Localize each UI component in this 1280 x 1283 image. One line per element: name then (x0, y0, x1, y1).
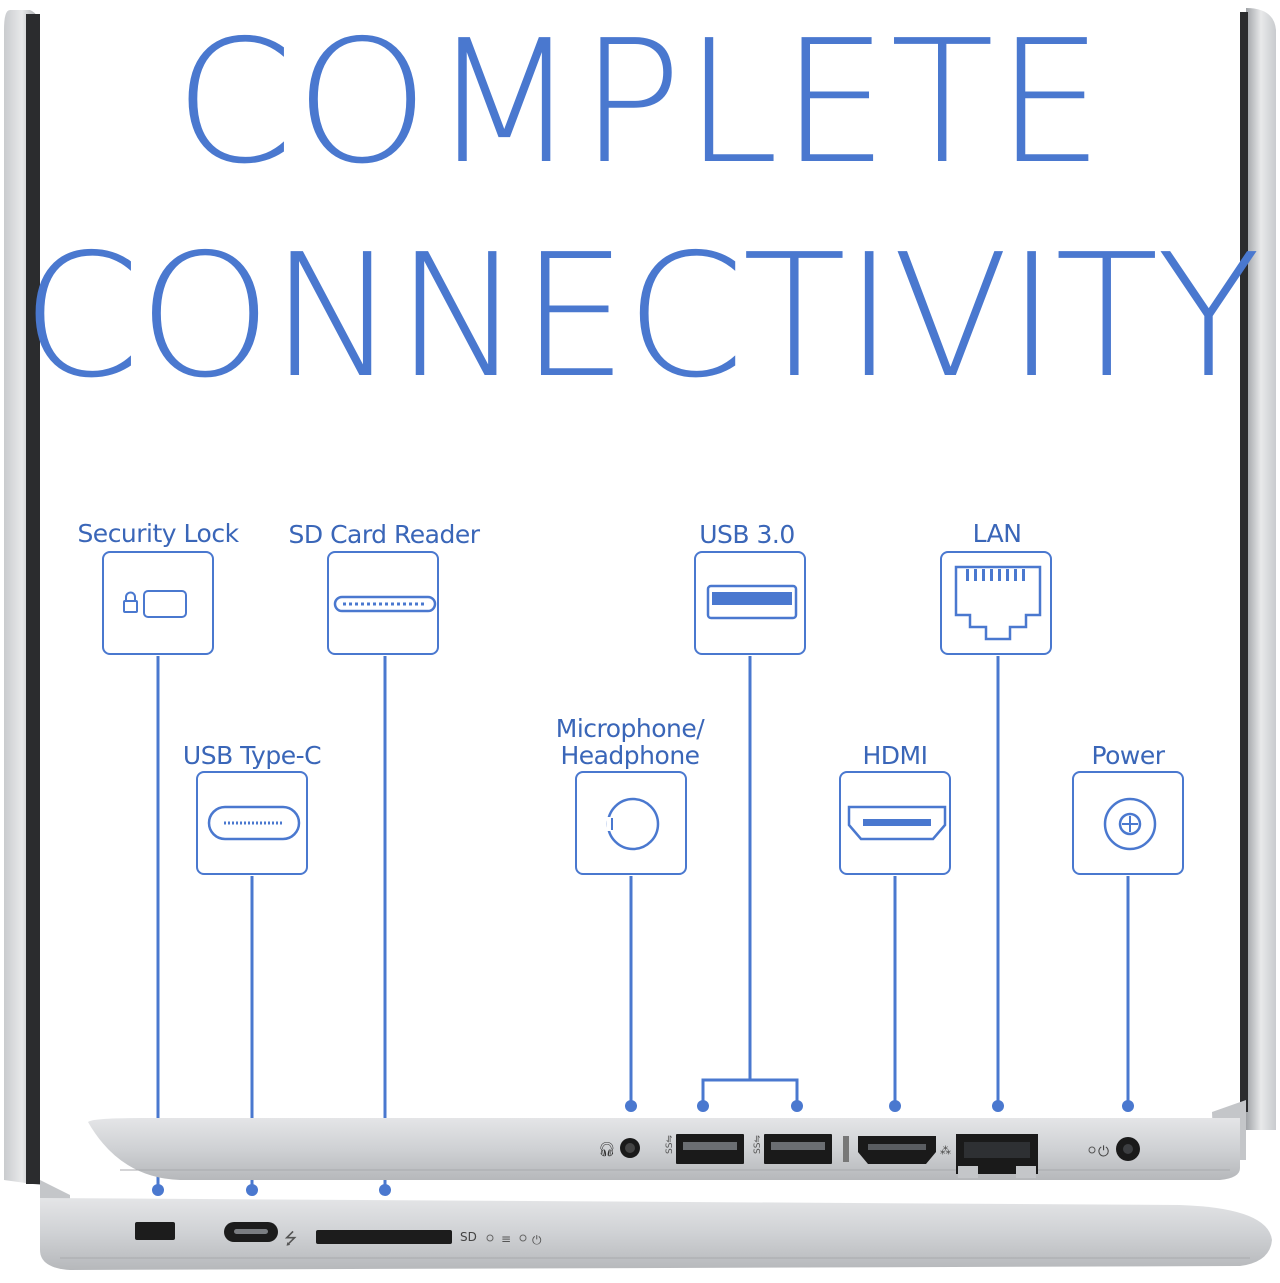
audio-dot (625, 1100, 637, 1112)
label-usb-type-c: USB Type-C (182, 741, 322, 770)
svg-text:⏻: ⏻ (1098, 1144, 1109, 1160)
headline-line-1: COMPLETE (174, 4, 1106, 202)
label-sd-card-reader: SD Card Reader (288, 520, 480, 549)
sd-card-reader-box (327, 551, 439, 655)
lan-port: ⁂ (940, 1134, 1038, 1178)
power-dot (1122, 1100, 1134, 1112)
usb-type-c-box (196, 771, 308, 875)
svg-text:⭍: ⭍ (284, 1229, 297, 1248)
sd-slot-icon (333, 595, 437, 613)
security-lock-slot (135, 1222, 175, 1240)
svg-text:⁂: ⁂ (940, 1144, 951, 1157)
label-lan: LAN (972, 519, 1022, 548)
security-lock-box (102, 551, 214, 655)
usb-a-icon (706, 584, 798, 620)
lock-icon (123, 590, 187, 618)
sd-card-slot (316, 1230, 452, 1244)
svg-text:⏻: ⏻ (532, 1233, 542, 1247)
hdmi-port (843, 1136, 936, 1164)
security-lock-dot (152, 1184, 164, 1196)
power-port: ⏻ (1088, 1137, 1140, 1161)
usb-3-box (694, 551, 806, 655)
lan-dot (992, 1100, 1004, 1112)
label-power: Power (1091, 741, 1165, 770)
label-security-lock: Security Lock (77, 519, 239, 548)
svg-text:🎧︎: 🎧︎ (598, 1142, 616, 1158)
audio-jack-port: 🎧︎ (598, 1138, 640, 1158)
label-mic-headphone-2: Headphone (560, 741, 700, 770)
lan-box (940, 551, 1052, 655)
usb-c-dot (246, 1184, 258, 1196)
usb-a-port-1: SS⇋ (665, 1134, 744, 1164)
dc-power-icon (1103, 797, 1157, 851)
power-box (1072, 771, 1184, 875)
audio-jack-icon (606, 797, 660, 851)
usb-c-icon (207, 805, 301, 841)
label-mic-headphone-1: Microphone/ (555, 714, 705, 743)
mic-headphone-box (575, 771, 687, 875)
hdmi-icon (847, 805, 947, 841)
svg-text:≡: ≡ (501, 1232, 511, 1246)
sd-dot (379, 1184, 391, 1196)
usb-a-port-2: SS⇋ (753, 1134, 832, 1164)
svg-text:SS⇋: SS⇋ (753, 1135, 763, 1154)
usb-a-1-dot (697, 1100, 709, 1112)
hdmi-dot (889, 1100, 901, 1112)
label-hdmi: HDMI (862, 741, 929, 770)
headline-line-2: CONNECTIVITY (21, 218, 1260, 416)
usb-a-2-dot (791, 1100, 803, 1112)
label-usb-3: USB 3.0 (699, 520, 795, 549)
hdmi-box (839, 771, 951, 875)
sd-slot-label: SD (460, 1230, 477, 1244)
svg-text:SS⇋: SS⇋ (665, 1135, 675, 1154)
ethernet-icon (954, 565, 1042, 641)
